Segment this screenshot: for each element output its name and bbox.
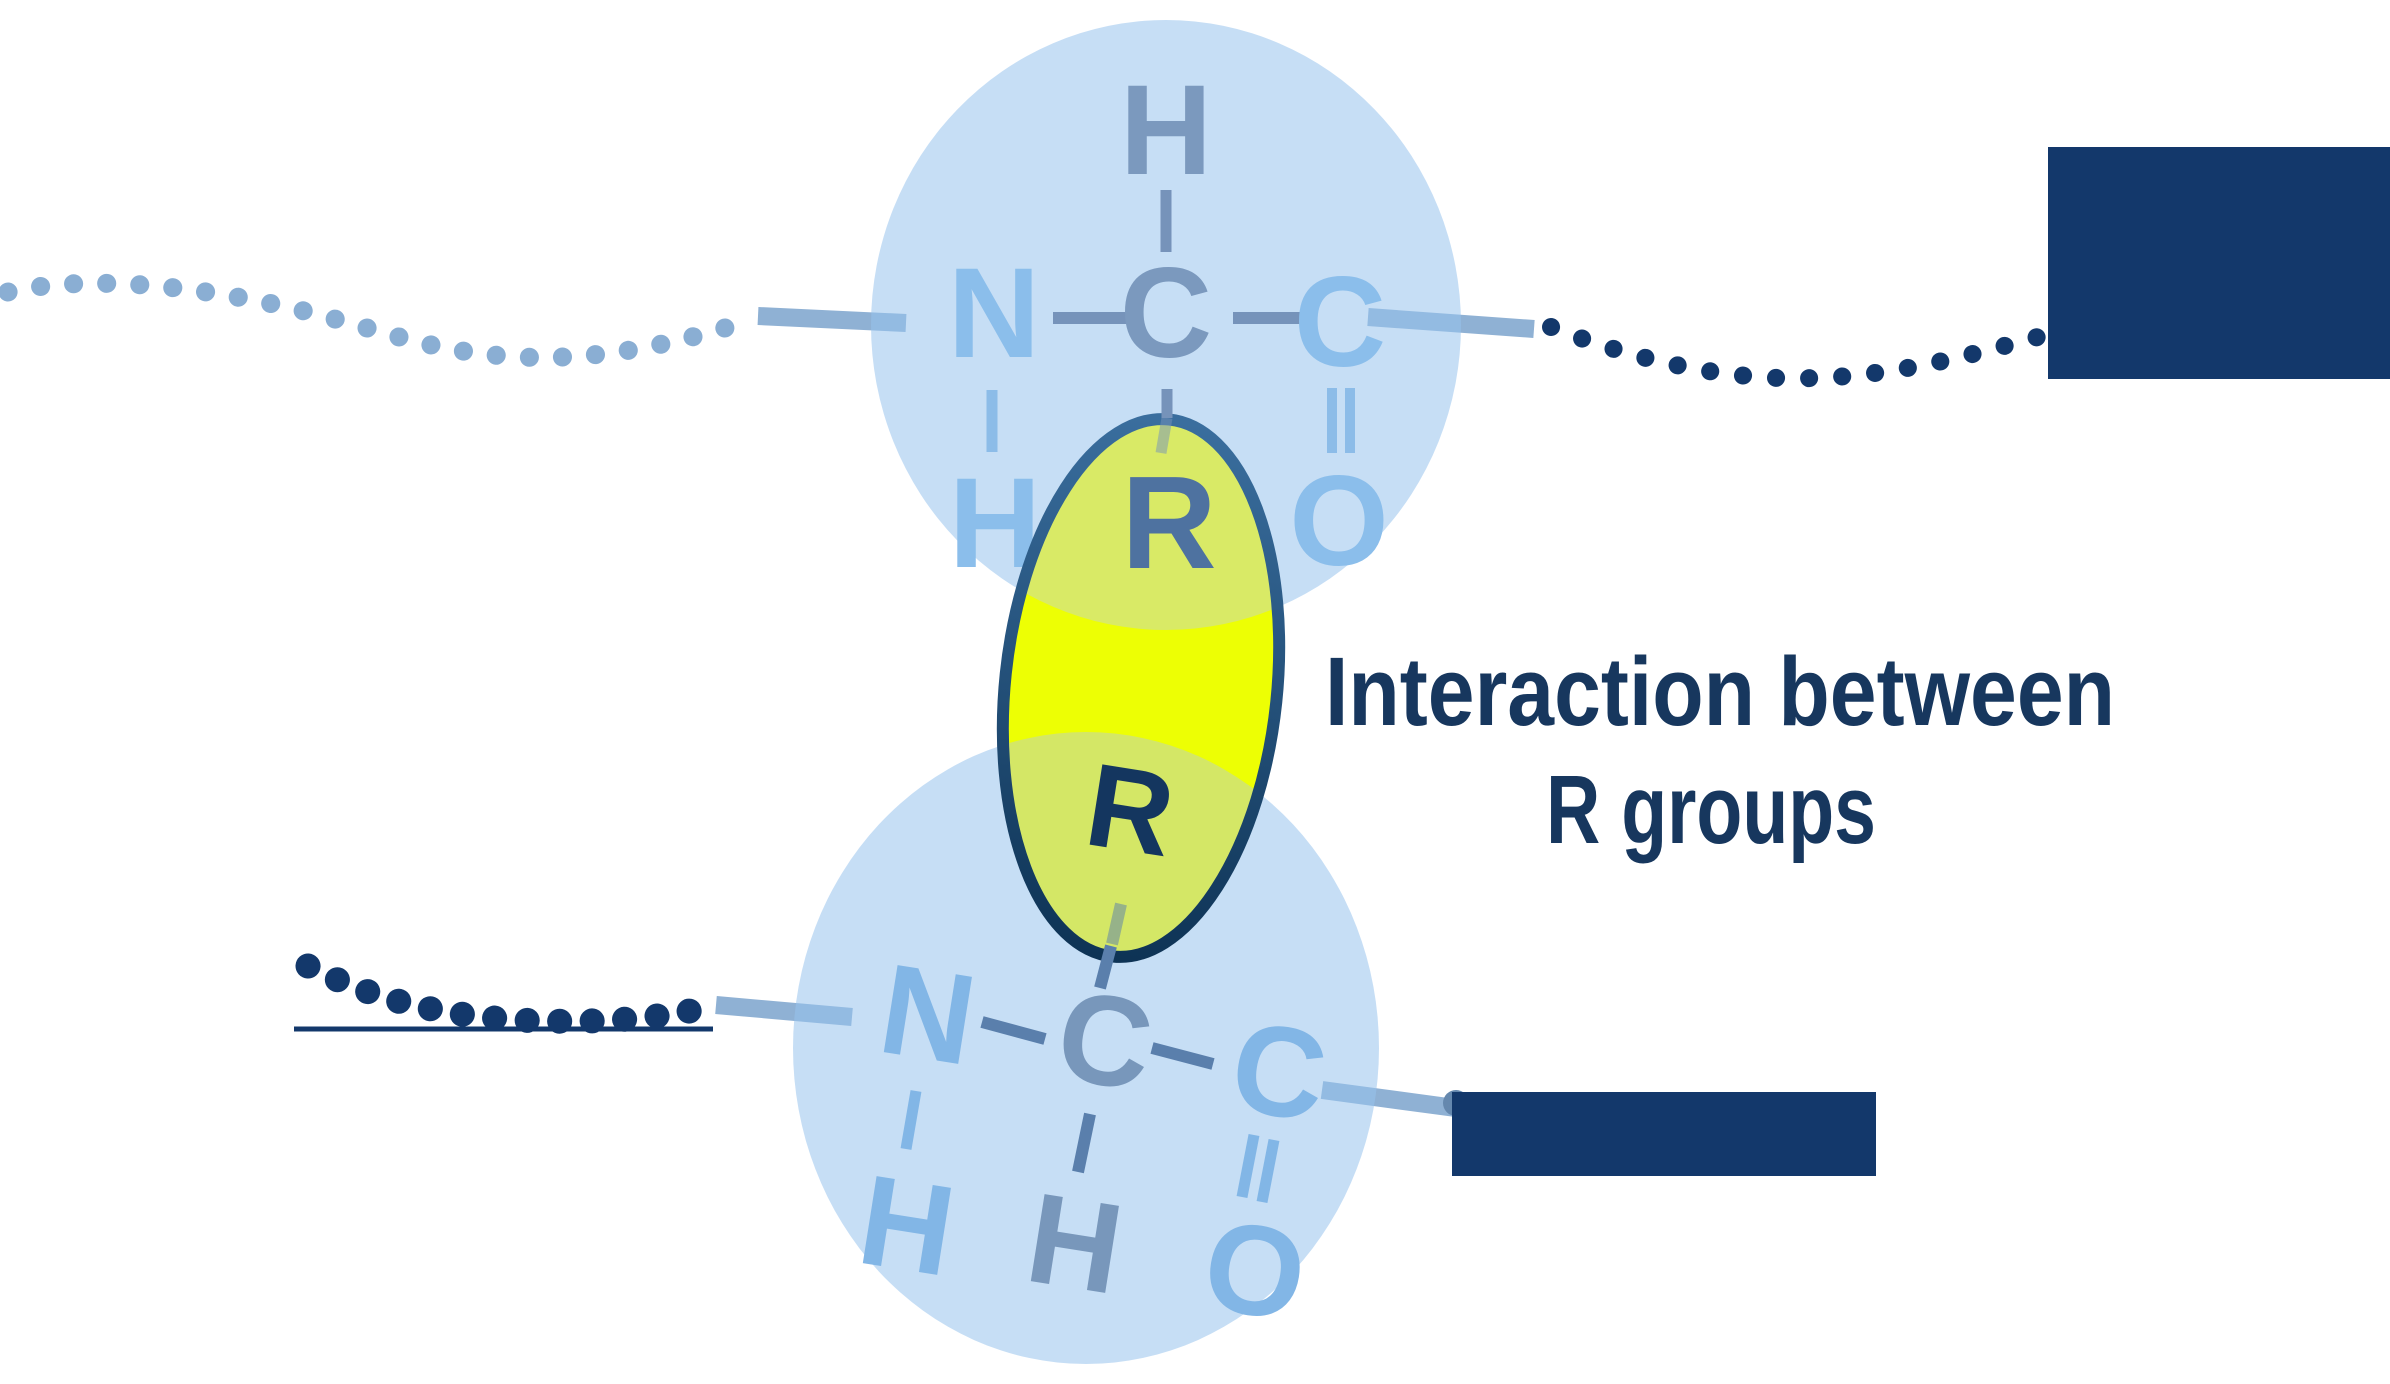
bond-r-calpha-bottom-solid (1094, 944, 1117, 990)
bond-n-calpha-bottom (980, 1016, 1047, 1045)
interaction-caption: Interaction between R groups (1325, 637, 2115, 864)
polypeptide-chain-bottom-left-dots (295, 953, 713, 1034)
bond-n-h-bottom (900, 1090, 922, 1150)
r-group-label-top: R (1121, 449, 1216, 596)
amino-acid-circle-top (871, 20, 1461, 630)
amino-acid-circle-bottom (793, 732, 1379, 1364)
double-bond-c-o-bottom-1 (1236, 1133, 1260, 1199)
atom-label-h-top: H (1120, 59, 1212, 202)
atom-label-n-bottom: N (871, 937, 985, 1093)
bond-calpha-carbonyl-bottom (1150, 1042, 1215, 1070)
chain-block-top-right (2048, 147, 2390, 379)
polypeptide-chain-top-right-dots (1542, 318, 2069, 388)
bond-calpha-r-top-faint (1155, 417, 1173, 454)
atom-label-n-top: N (948, 242, 1040, 385)
atom-label-o-bottom: O (1194, 1193, 1315, 1350)
caption-line-2: R groups (1546, 755, 1876, 864)
atom-label-o-top: O (1289, 450, 1389, 593)
double-bond-c-o-bottom-2 (1256, 1138, 1280, 1204)
atom-label-h-below-n-bottom: H (850, 1148, 964, 1304)
atom-label-carbonyl-top: C (1294, 251, 1386, 394)
caption-line-1: Interaction between (1325, 637, 2115, 746)
bond-r-calpha-bottom-faint (1106, 902, 1127, 946)
amino-acid-bottom: N C C H H O (850, 937, 1336, 1349)
amino-acid-top: H N C C H O (948, 59, 1389, 595)
atom-label-h-below-c-bottom: H (1018, 1166, 1132, 1322)
atom-label-carbonyl-bottom: C (1222, 994, 1336, 1150)
r-group-label-bottom: R (1078, 739, 1183, 883)
chain-block-middle-right (1452, 1092, 1876, 1176)
bond-calpha-h-bottom (1072, 1112, 1096, 1174)
atom-label-calpha-top: C (1120, 242, 1212, 385)
polypeptide-chain-upper-left-dots (0, 273, 758, 367)
